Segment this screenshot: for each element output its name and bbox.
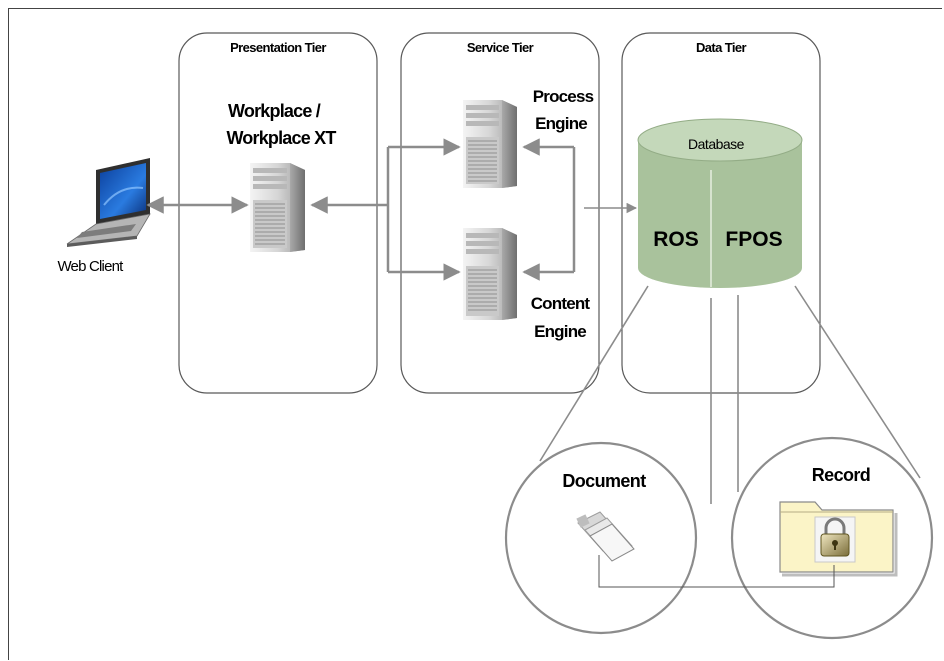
document-record-link xyxy=(598,555,835,588)
workplace-label-line1: Workplace / xyxy=(228,101,321,121)
process-engine-label-line2: Engine xyxy=(535,114,587,133)
database-cylinder xyxy=(637,118,803,288)
data-tier-box xyxy=(621,32,821,394)
connector-lines xyxy=(146,147,638,281)
zoom-lines xyxy=(539,285,921,504)
locked-folder-icon xyxy=(779,501,898,577)
web-client-label: Web Client xyxy=(57,258,124,275)
document-icon xyxy=(576,511,635,562)
process-engine-server-icon xyxy=(463,100,517,188)
fpos-label: FPOS xyxy=(725,228,782,251)
laptop-icon xyxy=(66,158,151,247)
data-tier-title: Data Tier xyxy=(696,40,747,55)
workplace-label-line2: Workplace XT xyxy=(226,128,336,148)
database-label: Database xyxy=(688,136,745,152)
presentation-tier-title: Presentation Tier xyxy=(230,40,326,55)
ros-label: ROS xyxy=(653,228,699,251)
content-engine-server-icon xyxy=(463,228,517,320)
diagram-frame xyxy=(8,8,942,660)
process-engine-label-line1: Process xyxy=(533,87,594,106)
service-bus-to-process xyxy=(386,147,459,272)
service-tier-title: Service Tier xyxy=(467,40,534,55)
service-tier-box xyxy=(400,32,600,394)
content-engine-label-line1: Content xyxy=(531,294,591,313)
content-engine-label-line2: Engine xyxy=(534,322,586,341)
document-label: Document xyxy=(562,471,646,491)
record-label: Record xyxy=(812,465,870,485)
data-to-process-arrow xyxy=(524,147,576,272)
lock-icon xyxy=(814,516,856,563)
workplace-server-icon xyxy=(250,163,305,252)
